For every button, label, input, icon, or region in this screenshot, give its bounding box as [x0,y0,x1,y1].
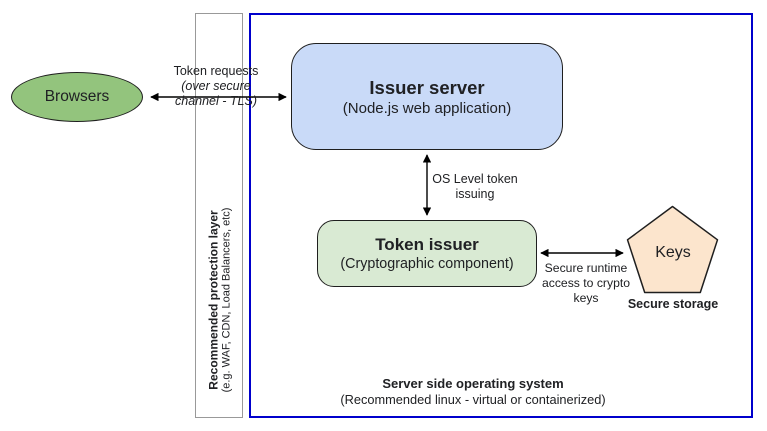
os-level-line1: OS Level token [432,172,518,186]
os-layer-title: Server side operating system [382,376,564,391]
secure-runtime-line2: access to crypto [541,276,631,290]
token-requests-line1: Token requests [173,64,259,78]
issuer-server-subtitle: (Node.js web application) [342,99,512,117]
browsers-node: Browsers [11,72,143,122]
keys-label: Keys [655,244,691,261]
secure-runtime-line1: Secure runtime [544,261,628,275]
os-layer-subtitle: (Recommended linux - virtual or containe… [340,392,606,407]
token-issuer-subtitle: (Cryptographic component) [340,256,514,272]
issuer-server-node: Issuer server (Node.js web application) [291,43,563,150]
issuer-server-title: Issuer server [369,76,485,98]
secure-storage-caption: Secure storage [627,297,719,311]
os-level-line2: issuing [455,187,495,201]
protection-layer-strip [195,13,243,418]
os-layer-caption: Server side operating system (Recommende… [340,376,605,407]
secure-runtime-line3: keys [573,291,599,305]
token-issuer-node: Token issuer (Cryptographic component) [317,220,537,287]
secure-runtime-edge-label: Secure runtime access to crypto keys [542,261,630,306]
token-requests-edge-label: Token requests (over secure channel - TL… [174,64,259,109]
token-requests-line3: channel - TLS) [175,94,257,108]
os-level-edge-label: OS Level token issuing [432,172,517,202]
token-requests-line2: (over secure [181,79,251,93]
protection-layer-title: Recommended protection layer [206,210,221,390]
protection-layer-subtitle: (e.g. WAF, CDN, Load Balancers, etc) [220,207,233,393]
token-issuer-title: Token issuer [375,235,479,254]
browsers-label: Browsers [44,88,110,105]
protection-layer-label: Recommended protection layer (e.g. WAF, … [207,208,234,393]
os-boundary-box [249,13,753,418]
